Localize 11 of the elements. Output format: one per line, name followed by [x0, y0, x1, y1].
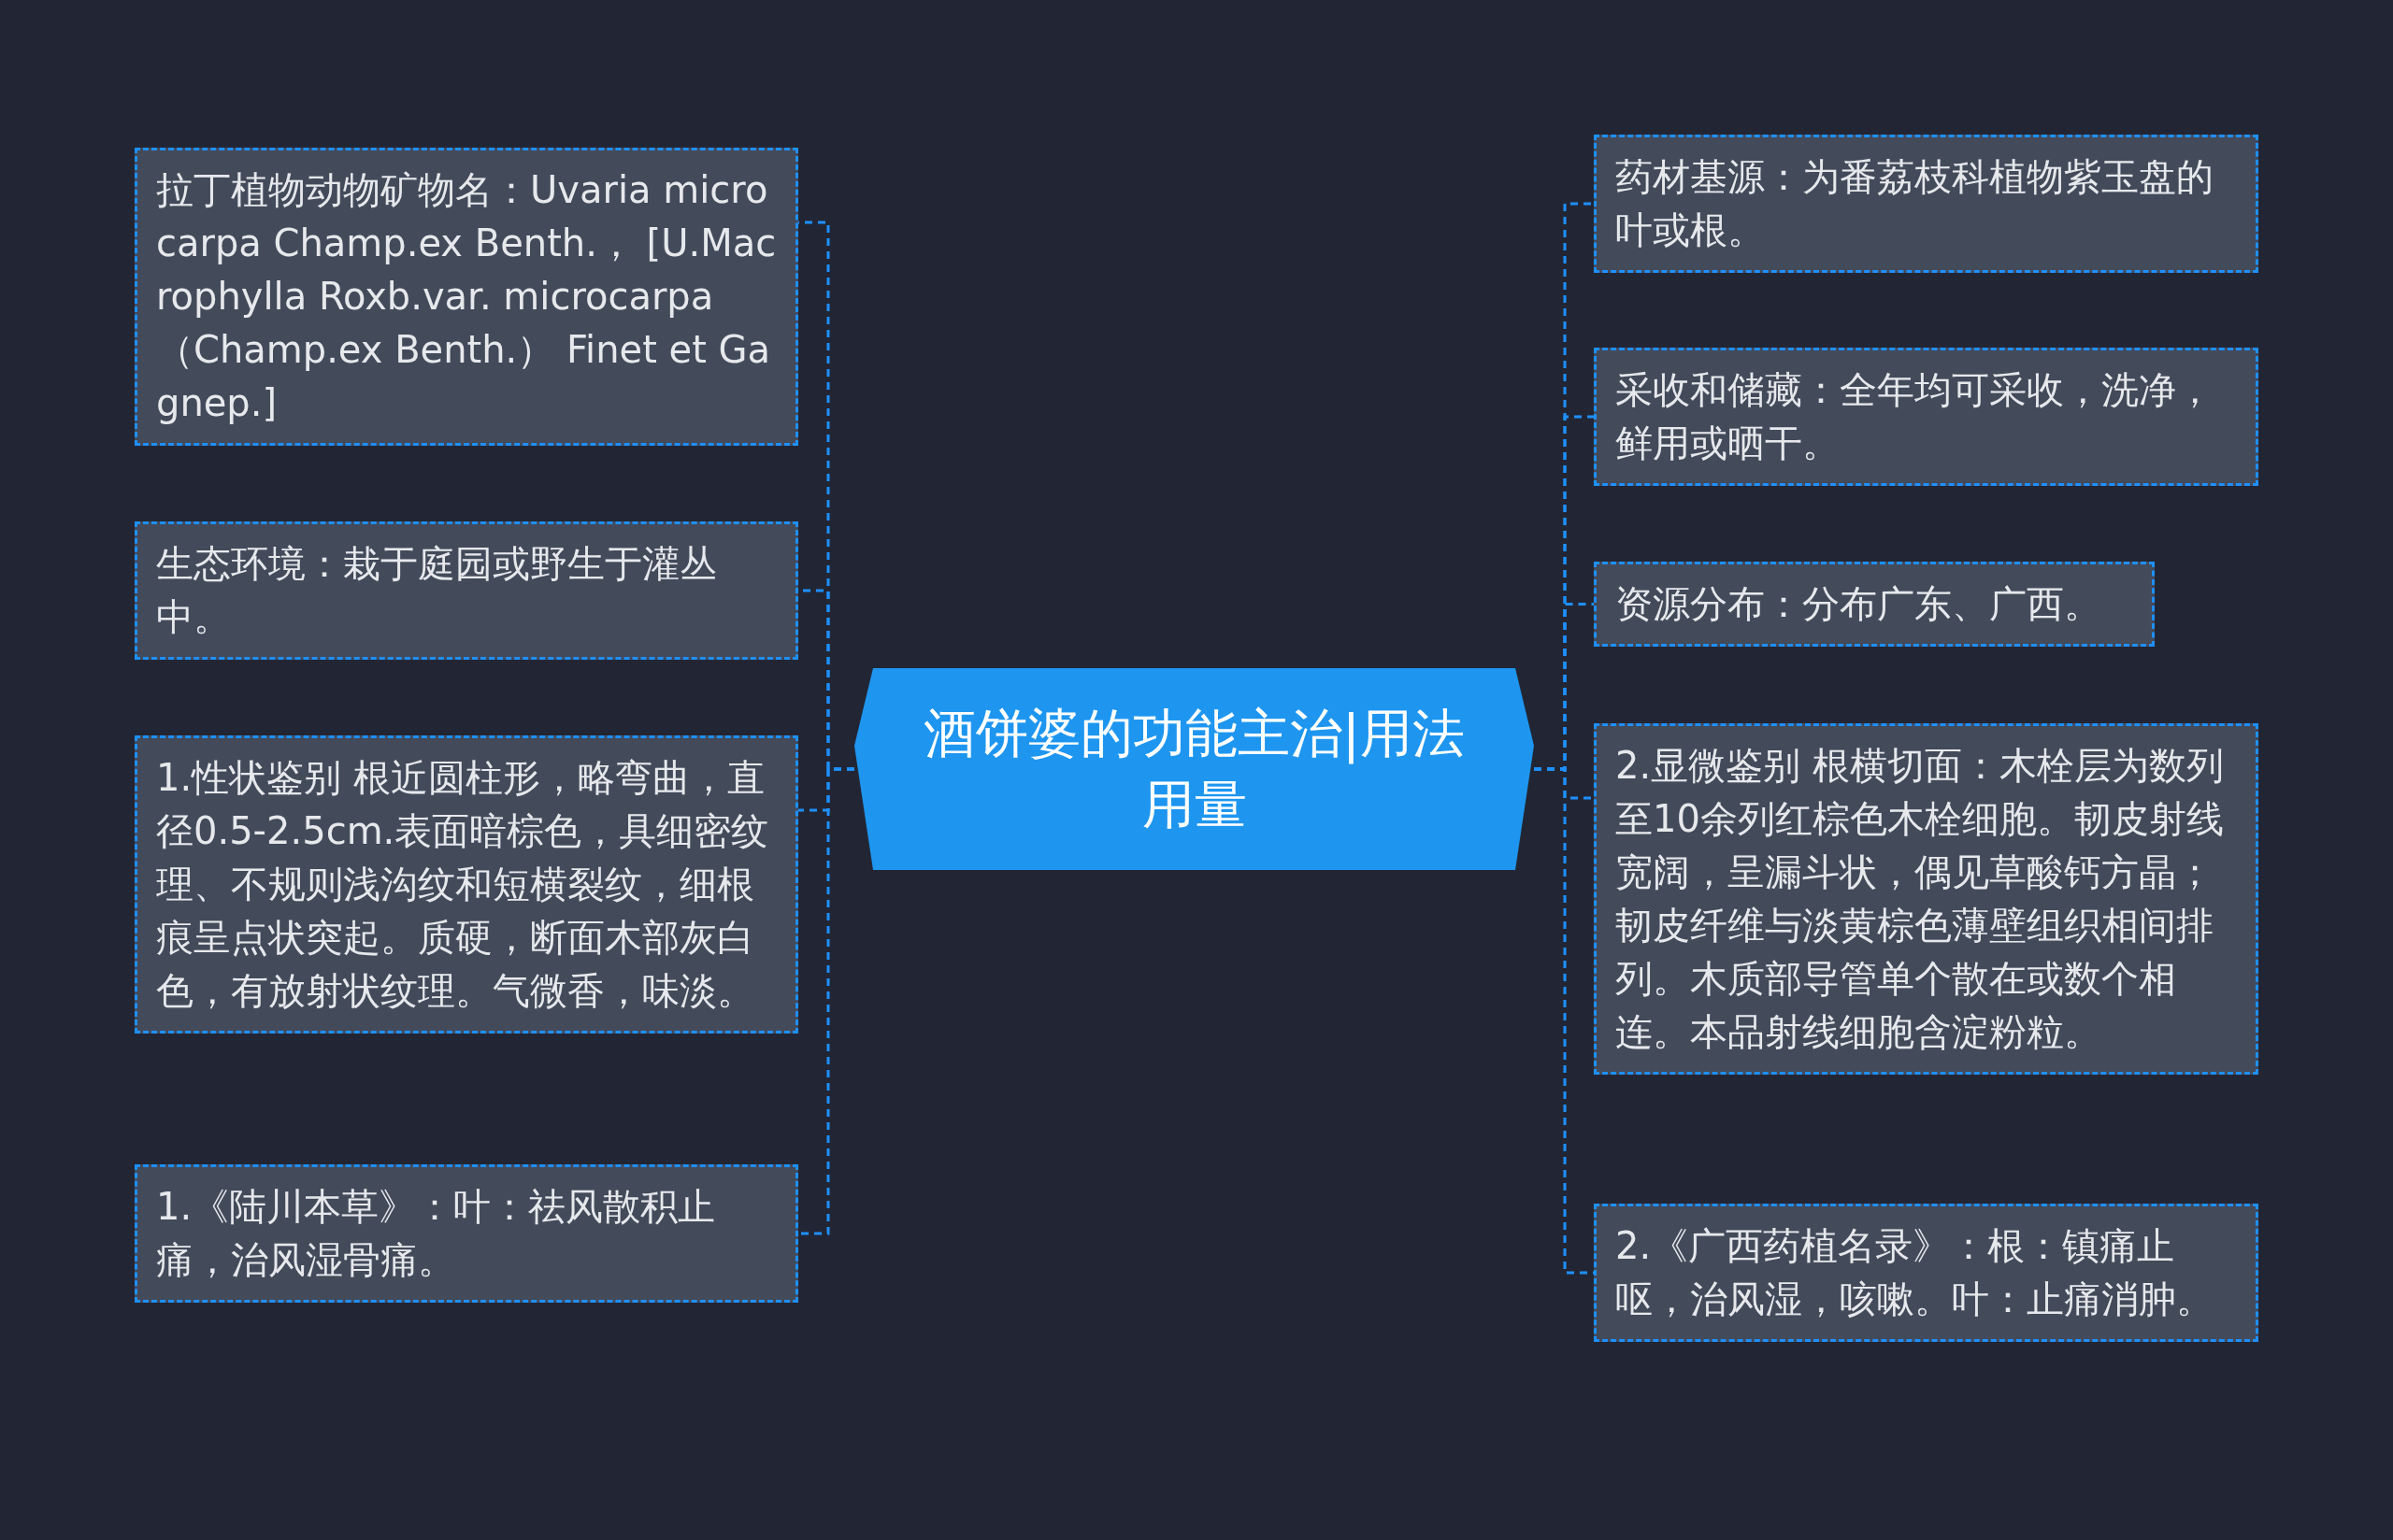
topic-box: 生态环境：栽于庭园或野生于灌丛中。: [135, 521, 798, 660]
topic-box: 资源分布：分布广东、广西。: [1594, 562, 2155, 647]
central-topic: 酒饼婆的功能主治|用法用量: [854, 668, 1534, 870]
topic-box: 1.《陆川本草》：叶：祛风散积止痛，治风湿骨痛。: [135, 1164, 798, 1303]
topic-box: 药材基源：为番荔枝科植物紫玉盘的叶或根。: [1594, 135, 2258, 273]
topic-box: 1.性状鉴别 根近圆柱形，略弯曲，直径0.5-2.5cm.表面暗棕色，具细密纹理、不规则浅沟纹和短横裂纹，细根痕呈点状突起。质硬，断面木部灰白色，有放射状纹理。气微香，味淡。: [135, 735, 798, 1034]
connector-line: [798, 767, 854, 1235]
topic-box: 2.显微鉴别 根横切面：木栓层为数列至10余列红棕色木栓细胞。韧皮射线宽阔，呈漏斗状，偶见草酸钙方晶；韧皮纤维与淡黄棕色薄壁组织相间排列。木质部导管单个散在或数个相连。本品射线细胞含淀粉粒。: [1594, 723, 2258, 1075]
topic-box: 2.《广西药植名录》：根：镇痛止呕，治风湿，咳嗽。叶：止痛消肿。: [1594, 1204, 2258, 1342]
topic-box: 拉丁植物动物矿物名：Uvaria microcarpa Champ.ex Benth.， [U.Macrophylla Roxb.var. microcarpa（Champ.ex Benth.） Finet et Gagnep.]: [135, 148, 798, 446]
topic-box: 采收和储藏：全年均可采收，洗净，鲜用或晒干。: [1594, 348, 2258, 486]
